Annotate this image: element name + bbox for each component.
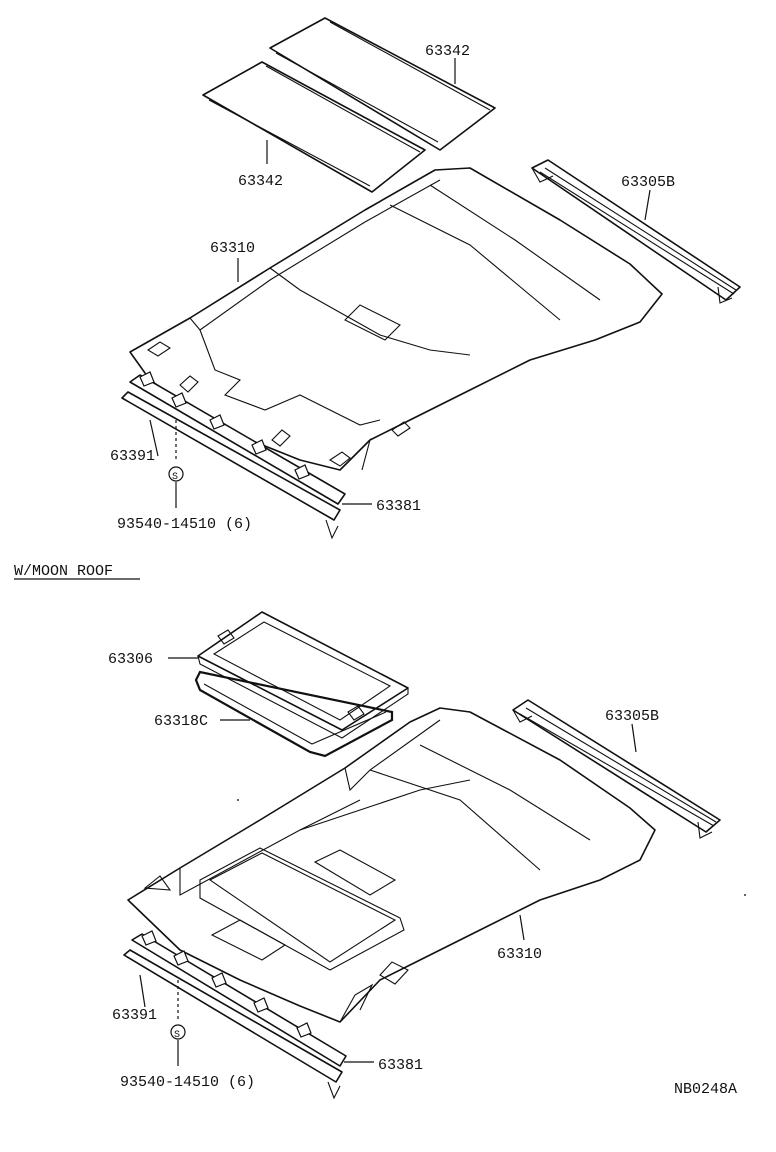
upper-roof-rail xyxy=(531,159,741,304)
upper-label-63381: 63381 xyxy=(376,498,421,515)
upper-label-63342-rear: 63342 xyxy=(425,43,470,60)
lower-headlining xyxy=(127,707,656,1023)
upper-clip-icon: S xyxy=(168,420,184,483)
section-title: W/MOON ROOF xyxy=(14,563,113,580)
section-header: W/MOON ROOF xyxy=(14,563,140,580)
lower-roof-rail xyxy=(512,699,721,839)
upper-label-63342-front: 63342 xyxy=(238,173,283,190)
moonroof-seal xyxy=(194,670,394,758)
lower-label-63318c: 63318C xyxy=(154,713,208,730)
lower-label-63305b: 63305B xyxy=(605,708,659,725)
upper-label-63310: 63310 xyxy=(210,240,255,257)
lower-label-63310: 63310 xyxy=(497,946,542,963)
lower-label-63391: 63391 xyxy=(112,1007,157,1024)
lower-clip-icon: S xyxy=(170,980,186,1041)
moonroof-glass-frame xyxy=(197,611,409,739)
upper-label-63305b: 63305B xyxy=(621,174,675,191)
upper-visor-strip xyxy=(121,371,346,540)
upper-assembly: S 63342 63342 63305B 63310 63391 93540-1… xyxy=(110,17,741,540)
upper-clip-glyph: S xyxy=(172,472,178,483)
rear-sound-pad xyxy=(269,17,496,151)
lower-label-63381: 63381 xyxy=(378,1057,423,1074)
lower-clip-glyph: S xyxy=(174,1030,180,1041)
front-sound-pad xyxy=(202,61,426,193)
upper-headlining xyxy=(129,167,663,471)
lower-label-93540: 93540-14510 (6) xyxy=(120,1074,255,1091)
upper-label-63391: 63391 xyxy=(110,448,155,465)
lower-label-63306: 63306 xyxy=(108,651,153,668)
upper-label-93540: 93540-14510 (6) xyxy=(117,516,252,533)
drawing-number: NB0248A xyxy=(674,1081,737,1098)
lower-assembly: S 63306 63318C 63305B 63310 63391 93540-… xyxy=(108,611,721,1100)
